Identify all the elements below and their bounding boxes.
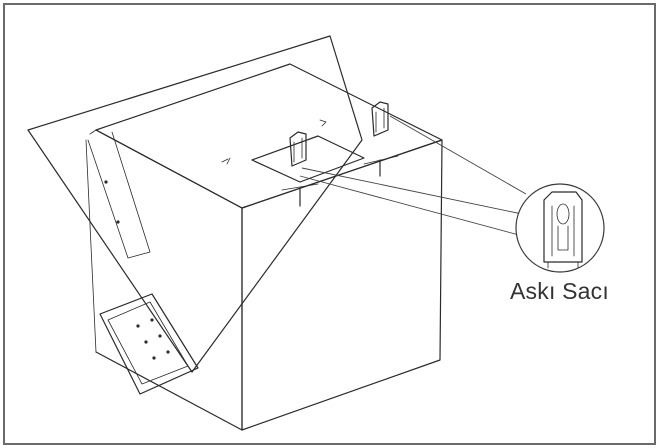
border <box>3 3 656 445</box>
glass-panel <box>27 35 363 373</box>
hood-box <box>85 63 443 431</box>
top-opening <box>221 119 365 183</box>
bracket-detail-callout <box>515 183 605 273</box>
bracket-right <box>363 101 399 177</box>
leader-lines <box>299 115 531 239</box>
callout-label: Askı Sacı <box>510 278 609 304</box>
control-panel <box>99 293 199 395</box>
bracket-left <box>281 131 319 207</box>
